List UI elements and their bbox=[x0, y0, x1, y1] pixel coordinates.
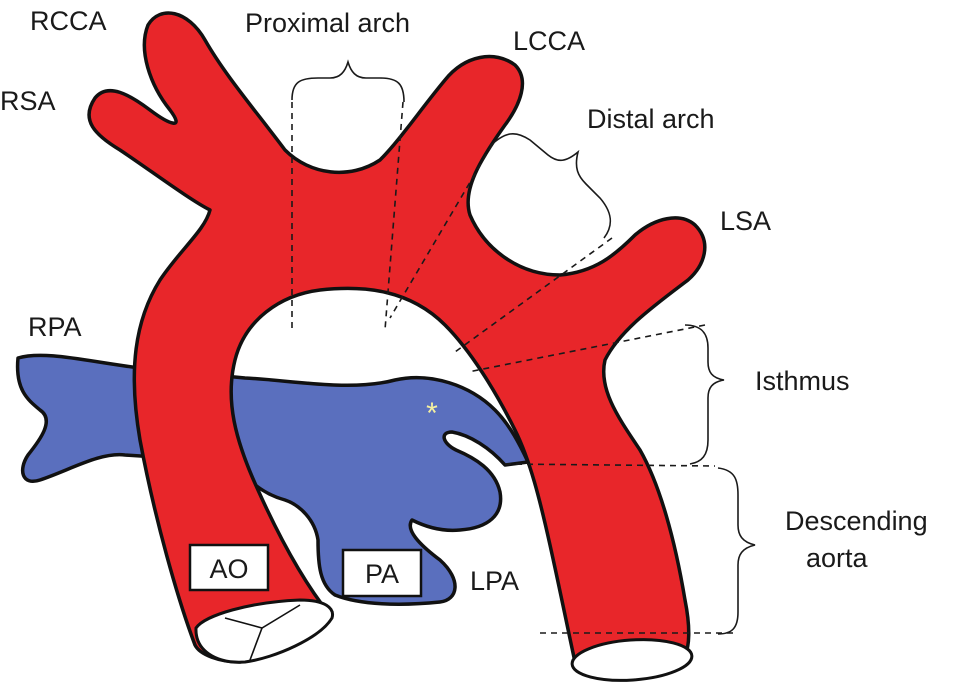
lpa-label: LPA bbox=[470, 566, 519, 596]
proximal-arch-boundary-right bbox=[384, 101, 404, 331]
rsa-label: RSA bbox=[0, 86, 56, 116]
isthmus-boundary-top bbox=[467, 324, 706, 373]
rpa-label: RPA bbox=[28, 312, 82, 342]
isthmus-label: Isthmus bbox=[755, 366, 850, 396]
ao-label-box: AO bbox=[188, 543, 270, 592]
distal-arch-boundary-left bbox=[389, 144, 493, 319]
lsa-label: LSA bbox=[720, 206, 771, 236]
proximal-arch-brace bbox=[291, 59, 405, 103]
lcca-label: LCCA bbox=[513, 26, 585, 56]
descending-aorta-brace bbox=[717, 467, 756, 635]
pa-label: PA bbox=[365, 559, 399, 589]
asterisk-marker: * bbox=[426, 397, 438, 430]
pa-label-box: PA bbox=[341, 548, 423, 598]
distal-arch-label: Distal arch bbox=[587, 104, 715, 134]
descending-aorta-label-line2: aorta bbox=[806, 543, 869, 573]
aortic-root-cut bbox=[194, 598, 334, 664]
rcca-label: RCCA bbox=[30, 6, 107, 36]
isthmus-brace bbox=[684, 324, 725, 465]
proximal-arch-label: Proximal arch bbox=[245, 8, 410, 38]
isthmus-boundary-bottom bbox=[504, 463, 716, 467]
aorta bbox=[87, 11, 707, 669]
distal-arch-brace bbox=[489, 133, 612, 239]
ao-label: AO bbox=[209, 554, 248, 584]
descending-aorta-label-line1: Descending bbox=[785, 506, 928, 536]
descending-aorta-cut bbox=[570, 638, 694, 682]
